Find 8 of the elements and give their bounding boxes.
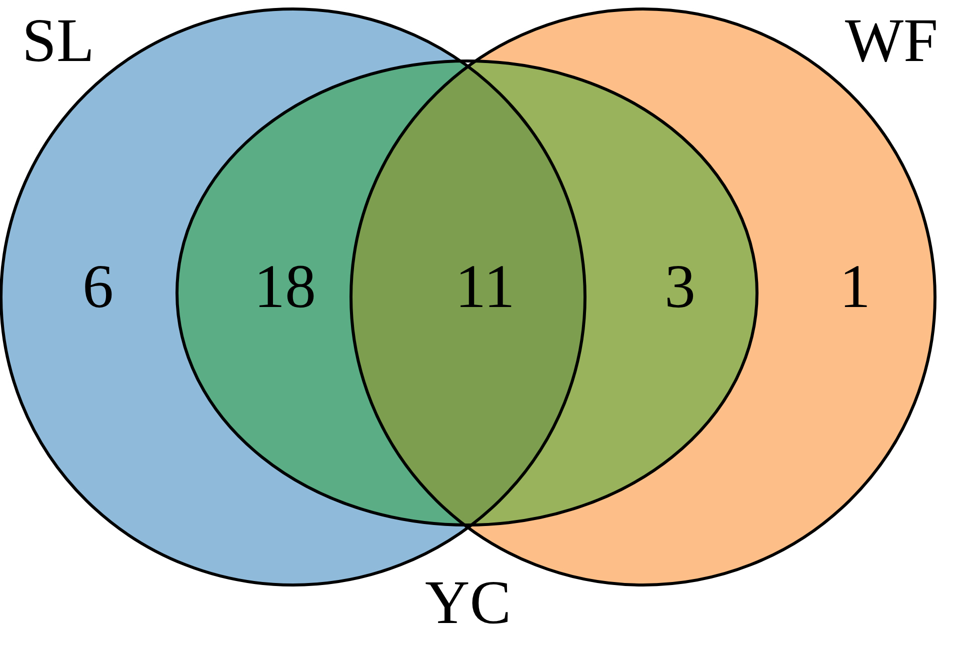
region-count: 1	[840, 256, 870, 318]
set-name: SL	[22, 10, 94, 72]
region-count: 11	[455, 256, 515, 318]
set-name: YC	[425, 572, 512, 634]
region-count: 18	[254, 256, 316, 318]
region-count: 6	[82, 256, 114, 318]
region-count: 3	[664, 256, 696, 318]
set-name: WF	[845, 10, 938, 72]
